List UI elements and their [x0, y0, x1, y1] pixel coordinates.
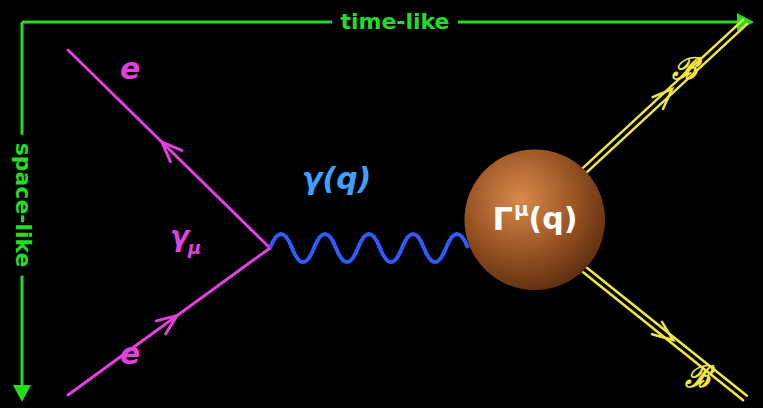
particle-label: e	[120, 337, 140, 370]
vertex-blob: Γμ(q)	[463, 148, 607, 292]
photon-wave	[270, 234, 468, 262]
vertex-index: μ	[188, 238, 201, 258]
particle-label: e	[120, 52, 140, 85]
baryon-label: ℬ	[672, 52, 697, 85]
vertex-argument: (q)	[529, 202, 578, 235]
axis-label: time-like	[332, 10, 457, 34]
vertex-symbol: Γ	[492, 202, 512, 237]
baryon-lines	[583, 20, 747, 401]
vertex-label: Γμ(q)	[492, 202, 577, 237]
electron-lines	[68, 50, 270, 395]
baryon-label: ℬ	[685, 360, 710, 393]
vertex-index: μ	[514, 198, 529, 220]
vertex-gamma: γ	[170, 222, 189, 253]
axis-label: space-like	[10, 135, 34, 276]
photon-label: γ(q)	[302, 162, 371, 195]
